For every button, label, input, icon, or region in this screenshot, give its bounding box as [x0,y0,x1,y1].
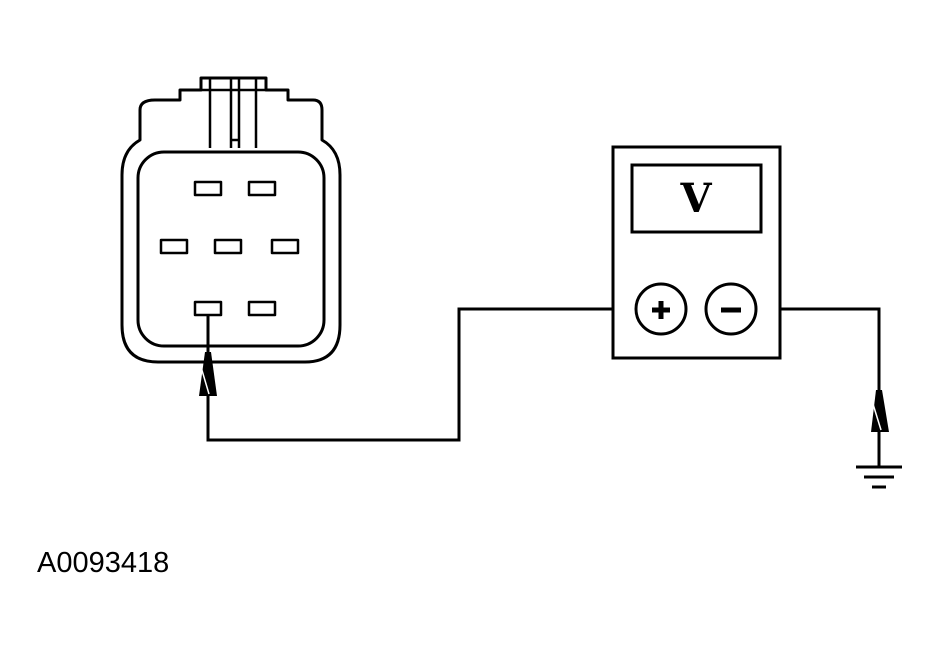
electrical-connector [120,76,342,364]
connector-latch [201,78,266,148]
pin-cavity [247,180,277,197]
pin-cavity-tested [193,300,223,317]
test-leads [206,307,881,442]
pin-cavities [159,180,300,317]
voltmeter-display-symbol: V [679,175,712,222]
connector-face [136,150,326,348]
pin-cavity [159,238,189,255]
negative-lead-wire [756,307,881,392]
voltmeter-display [630,163,763,234]
pin-cavity [270,238,300,255]
test-probe-connector [199,315,217,396]
plus-icon [652,301,670,319]
voltmeter: V [611,145,782,360]
positive-lead-wire [206,307,637,442]
test-probe-ground [871,390,889,466]
pin-cavity [193,180,223,197]
pin-cavity [247,300,277,317]
ground-icon [856,465,902,489]
connector-housing [120,76,342,364]
figure-reference-id: A0093418 [37,547,170,579]
pin-cavity [213,238,243,255]
